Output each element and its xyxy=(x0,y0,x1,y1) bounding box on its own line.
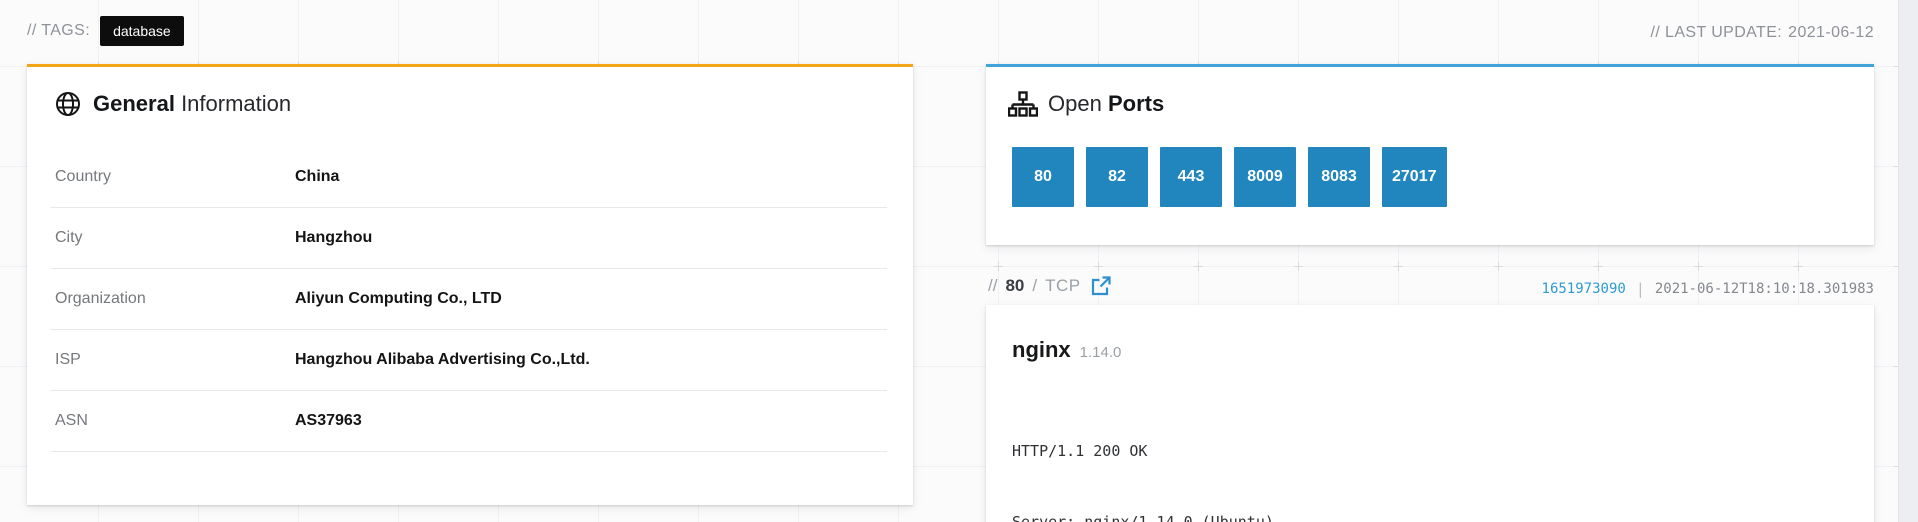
grid-cross-mark xyxy=(1094,262,1103,271)
section-prefix: // xyxy=(988,276,998,295)
port-80-service-card: nginx 1.14.0 HTTP/1.1 200 OK Server: ngi… xyxy=(986,305,1874,522)
grid-cross-mark xyxy=(1394,262,1403,271)
general-information-card: General Information Country China City H… xyxy=(27,64,913,505)
table-row-country: Country China xyxy=(50,147,887,208)
row-label: Organization xyxy=(55,290,146,307)
port-badge-80[interactable]: 80 xyxy=(1012,147,1074,207)
globe-icon xyxy=(55,91,81,117)
grid-cross-mark xyxy=(1794,262,1803,271)
table-row-city: City Hangzhou xyxy=(50,208,887,269)
grid-cross-mark xyxy=(1594,262,1603,271)
general-information-header: General Information xyxy=(27,67,913,117)
grid-cross-mark xyxy=(1294,262,1303,271)
general-information-title: General Information xyxy=(93,91,292,116)
banner-line: Server: nginx/1.14.0 (Ubuntu) xyxy=(1012,512,1274,522)
tag-badge-database[interactable]: database xyxy=(100,16,184,46)
section-separator: / xyxy=(1032,276,1038,295)
port-badge-82[interactable]: 82 xyxy=(1086,147,1148,207)
port-badge-8083[interactable]: 8083 xyxy=(1308,147,1370,207)
general-information-table: Country China City Hangzhou Organization… xyxy=(50,147,887,452)
row-value: AS37963 xyxy=(295,412,362,429)
table-row-isp: ISP Hangzhou Alibaba Advertising Co.,Ltd… xyxy=(50,330,887,391)
meta-divider: | xyxy=(1635,280,1645,298)
port-badge-8009[interactable]: 8009 xyxy=(1234,147,1296,207)
grid-cross-mark xyxy=(994,262,1003,271)
tags-row: // TAGS: database xyxy=(27,14,184,48)
service-title-row: nginx 1.14.0 xyxy=(986,305,1874,363)
last-update: // LAST UPDATE: 2021-06-12 xyxy=(1650,24,1874,42)
row-label: ASN xyxy=(55,412,88,429)
page-scrollbar[interactable] xyxy=(1898,0,1918,522)
row-label: ISP xyxy=(55,351,81,368)
open-ports-header: Open Ports xyxy=(986,67,1874,117)
grid-cross-mark xyxy=(1694,262,1703,271)
row-label: Country xyxy=(55,168,112,185)
row-value: Aliyun Computing Co., LTD xyxy=(295,290,502,307)
row-label: City xyxy=(55,229,83,246)
grid-cross-mark xyxy=(1194,262,1203,271)
section-protocol: TCP xyxy=(1045,276,1081,295)
table-row-organization: Organization Aliyun Computing Co., LTD xyxy=(50,269,887,330)
row-value: Hangzhou xyxy=(295,229,373,246)
table-row-asn: ASN AS37963 xyxy=(50,391,887,452)
service-name: nginx xyxy=(1012,337,1071,362)
open-ports-card: Open Ports 80 82 443 8009 8083 27017 xyxy=(986,64,1874,245)
banner-line: HTTP/1.1 200 OK xyxy=(1012,442,1148,460)
last-update-label: // LAST UPDATE: xyxy=(1650,24,1783,41)
port-80-section-header: // 80 / TCP xyxy=(988,276,1111,296)
sitemap-icon xyxy=(1008,90,1038,118)
banner-timestamp: 2021-06-12T18:10:18.301983 xyxy=(1654,281,1874,297)
port-badge-27017[interactable]: 27017 xyxy=(1382,147,1447,207)
last-update-value: 2021-06-12 xyxy=(1788,24,1874,41)
open-ports-title: Open Ports xyxy=(1048,91,1165,116)
service-version: 1.14.0 xyxy=(1079,344,1122,361)
tags-label: // TAGS: xyxy=(27,22,91,39)
port-badge-443[interactable]: 443 xyxy=(1160,147,1222,207)
row-value: Hangzhou Alibaba Advertising Co.,Ltd. xyxy=(295,351,590,368)
ports-row: 80 82 443 8009 8083 27017 xyxy=(1012,147,1874,207)
banner-hash-link[interactable]: 1651973090 xyxy=(1541,281,1626,297)
row-value: China xyxy=(295,168,340,185)
port-80-section-meta: 1651973090 | 2021-06-12T18:10:18.301983 xyxy=(1542,280,1874,298)
external-link-icon[interactable] xyxy=(1091,276,1111,296)
grid-cross-mark xyxy=(1494,262,1503,271)
section-port: 80 xyxy=(1005,276,1025,295)
service-banner: HTTP/1.1 200 OK Server: nginx/1.14.0 (Ub… xyxy=(1012,393,1848,522)
